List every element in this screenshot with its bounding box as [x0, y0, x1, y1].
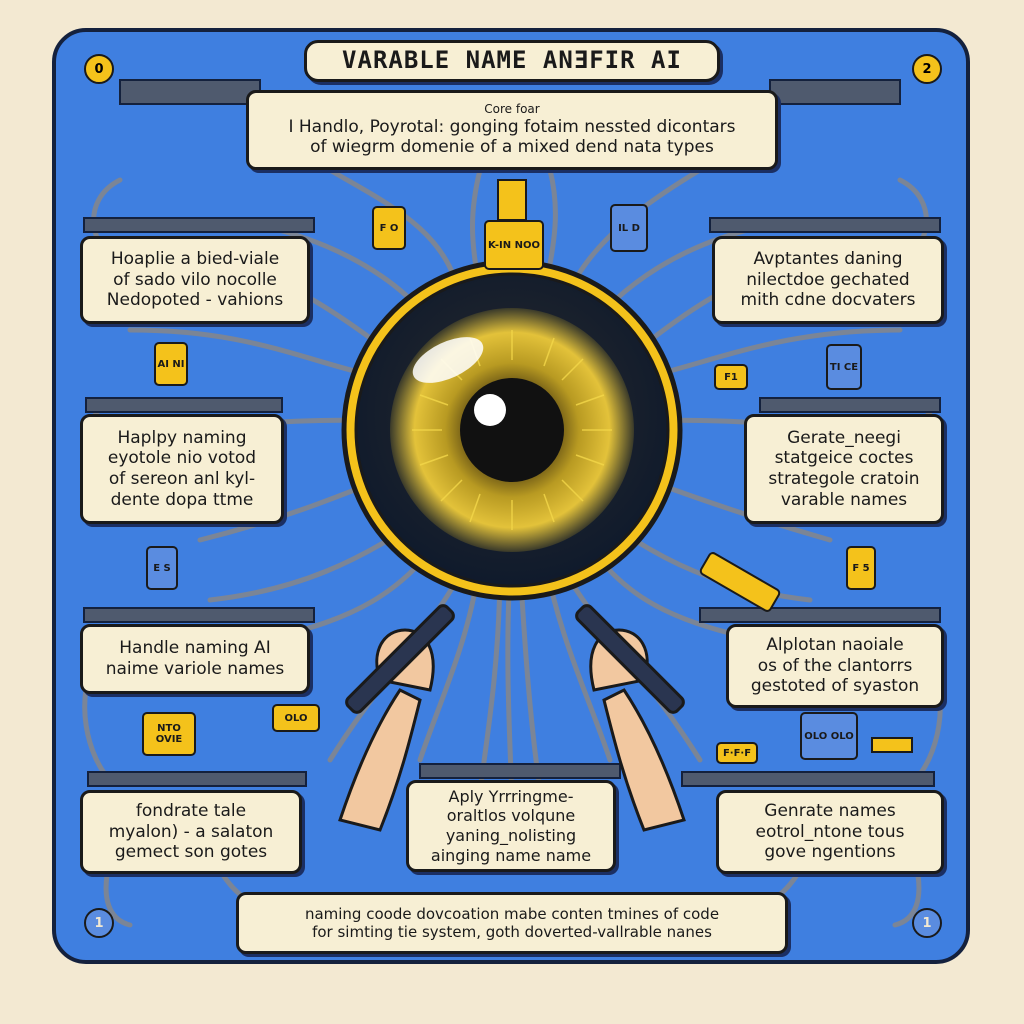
- tag-label: K-IN NOO: [484, 220, 544, 270]
- corner-marker: 1: [912, 908, 942, 938]
- core-label: Core foar: [484, 101, 540, 116]
- footer-box: naming coode dovcoation mabe conten tmin…: [236, 892, 788, 954]
- box-line: Nedopoted - vahions: [106, 290, 284, 311]
- box-line: varable names: [780, 489, 908, 510]
- tag-label: TI CE: [826, 344, 862, 390]
- box-center-bottom: Aply Yrrringme- oraltlos volqune yaning_…: [406, 780, 616, 872]
- box-left-mid: Haplpy naming eyotole nio votod of sereo…: [80, 414, 284, 524]
- box-line: gove ngentions: [764, 842, 896, 863]
- core-line: of wiegrm domenie of a mixed dend nata t…: [310, 137, 714, 158]
- box-left-top: Hoaplie a bied-viale of sado vilo nocoll…: [80, 236, 310, 324]
- box-line: Alplotan naoiale: [766, 634, 904, 655]
- tag-label: AI NI: [154, 342, 188, 386]
- box-line: of sereon anl kyl-: [108, 469, 256, 489]
- box-line: Hoaplie a bied-viale: [110, 248, 280, 269]
- box-line: Aply Yrrringme-: [448, 786, 574, 806]
- footer-line: naming coode dovcoation mabe conten tmin…: [304, 904, 720, 923]
- box-line: strategole cratoin: [768, 469, 920, 489]
- box-line: naime variole names: [105, 659, 285, 679]
- box-right-lower: Alplotan naoiale os of the clantorrs ges…: [726, 624, 944, 708]
- box-line: yaning_nolisting: [445, 826, 577, 845]
- pen-icon: [345, 552, 781, 714]
- box-line: nilectdoe gechated: [746, 269, 910, 290]
- tag-label: F·F·F: [716, 742, 758, 764]
- box-line: Gerate_neegi: [787, 427, 901, 448]
- box-line: of sado vilo nocolle: [113, 269, 277, 290]
- tag-label: IL D: [610, 204, 648, 252]
- tag-label: NTO OVIE: [142, 712, 196, 756]
- box-line: oraltlos volqune: [446, 806, 576, 826]
- tag-label: F 5: [846, 546, 876, 590]
- title-text: VARABLE NAME ANƎFIR AI: [342, 46, 682, 75]
- corner-marker: 0: [84, 54, 114, 84]
- box-line: Handle naming AI: [119, 638, 271, 659]
- box-line: fondrate tale: [135, 800, 247, 821]
- corner-marker: 2: [912, 54, 942, 84]
- box-right-bottom: Genrate names eotrol_ntone tous gove nge…: [716, 790, 944, 874]
- box-line: myalon) - a salaton: [108, 821, 274, 842]
- tag-label: E S: [146, 546, 178, 590]
- tag-label: OLO: [272, 704, 320, 732]
- box-left-lower: Handle naming AI naime variole names: [80, 624, 310, 694]
- core-line: I Handlo, Poyrotal: gonging fotaim nesst…: [288, 116, 736, 137]
- corner-marker: 1: [84, 908, 114, 938]
- box-line: statgeice coctes: [774, 448, 914, 469]
- box-line: dente dopa ttme: [110, 489, 254, 510]
- tag-label: F O: [372, 206, 406, 250]
- box-right-top: Avptantes daning nilectdoe gechated mith…: [712, 236, 944, 324]
- box-line: os of the clantorrs: [757, 655, 913, 676]
- box-right-mid: Gerate_neegi statgeice coctes strategole…: [744, 414, 944, 524]
- tag-label: F1: [714, 364, 748, 390]
- box-line: gemect son gotes: [114, 842, 268, 863]
- box-left-bottom: fondrate tale myalon) - a salaton gemect…: [80, 790, 302, 874]
- box-line: ainging name name: [430, 845, 592, 865]
- hand-icon: [338, 628, 686, 832]
- tag-label: OLO OLO: [800, 712, 858, 760]
- box-line: gestoted of syaston: [750, 676, 920, 697]
- diagram-title: VARABLE NAME ANƎFIR AI: [304, 40, 720, 82]
- box-line: eotrol_ntone tous: [755, 821, 905, 842]
- eye-icon: [341, 259, 683, 601]
- box-line: Haplpy naming: [117, 427, 247, 448]
- tray-shelves: [83, 79, 941, 787]
- box-line: Avptantes daning: [753, 248, 903, 269]
- core-box: Core foar I Handlo, Poyrotal: gonging fo…: [246, 90, 778, 170]
- box-line: mith cdne docvaters: [740, 290, 916, 311]
- box-line: eyotole nio votod: [107, 448, 257, 469]
- box-line: Genrate names: [764, 800, 896, 821]
- footer-line: for simting tie system, goth doverted-va…: [312, 923, 712, 941]
